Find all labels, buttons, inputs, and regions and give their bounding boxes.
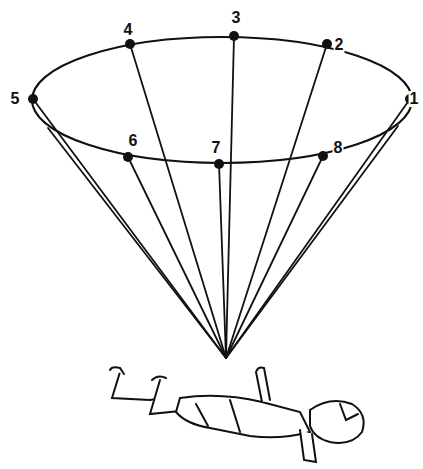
callout-number: 1 bbox=[409, 91, 420, 107]
callout-number: 6 bbox=[128, 133, 139, 149]
callout-number: 7 bbox=[211, 140, 222, 156]
canopy-rim bbox=[32, 37, 412, 163]
callout-number: 2 bbox=[334, 37, 345, 53]
attachment-points bbox=[28, 31, 415, 169]
callout-number: 8 bbox=[333, 140, 344, 156]
callout-number: 5 bbox=[10, 91, 21, 107]
falling-person bbox=[110, 367, 364, 462]
callout-number: 4 bbox=[123, 22, 134, 38]
callout-number: 3 bbox=[231, 10, 242, 26]
suspension-lines bbox=[33, 36, 410, 358]
